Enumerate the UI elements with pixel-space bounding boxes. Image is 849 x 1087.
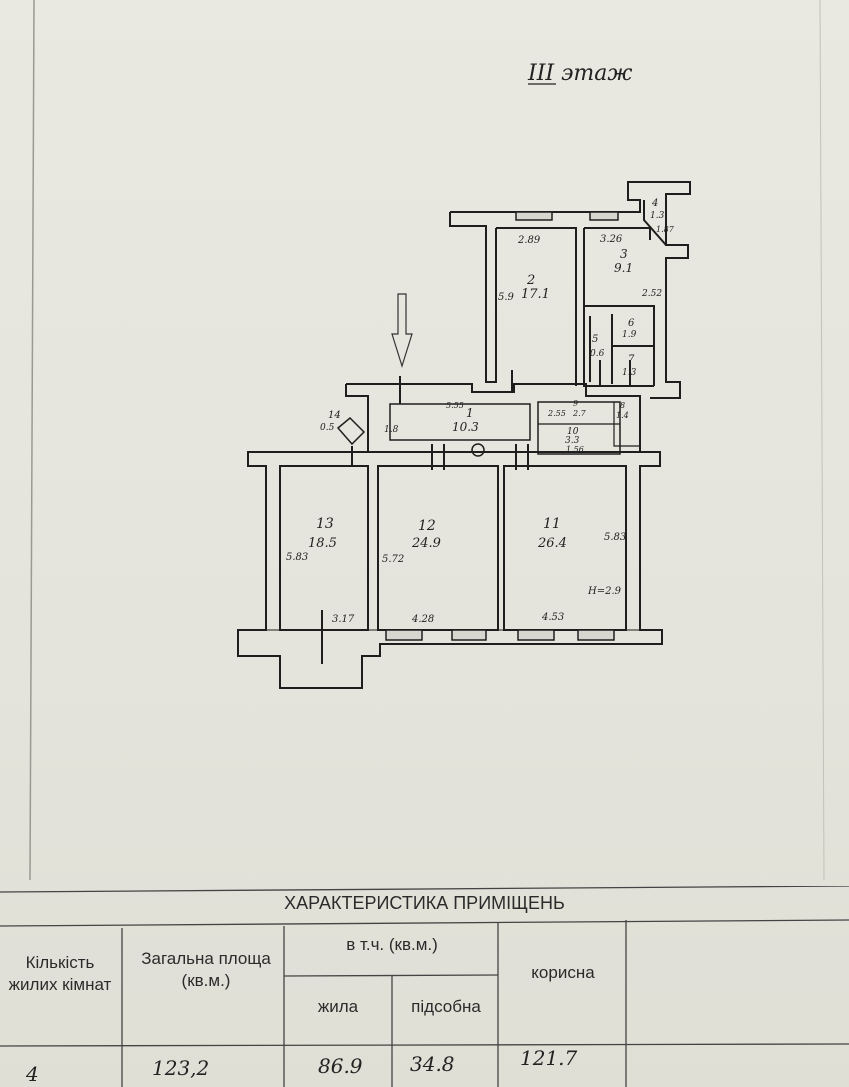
room-14-number: 14	[328, 410, 341, 421]
room-3-area: 9.1	[614, 261, 633, 275]
room-4-number: 4	[651, 198, 658, 209]
value-useful: 121.7	[520, 1046, 578, 1070]
room-13-number: 13	[316, 516, 334, 532]
room-9-number: 9	[573, 399, 578, 408]
room-4-area: 1.3	[650, 211, 665, 221]
header-incl: в т.ч. (кв.м.)	[346, 935, 438, 954]
room-7-area: 1.3	[622, 368, 637, 378]
room-1-dim-b: 1.8	[384, 425, 399, 435]
header-living: жила	[317, 997, 359, 1016]
characteristics-table: ХАРАКТЕРИСТИКА ПРИМІЩЕНЬ Кількість жилих…	[0, 886, 849, 1087]
room-10-number: 10	[567, 427, 579, 437]
room-3-width: 3.26	[600, 234, 623, 245]
room-13-length: 5.83	[286, 552, 308, 563]
header-rooms-count: Кількість жилих кімнат	[8, 953, 112, 994]
room-2-width: 2.89	[517, 235, 541, 246]
room-5-number: 5	[592, 334, 598, 345]
room-12-number: 12	[418, 518, 436, 534]
table-title: ХАРАКТЕРИСТИКА ПРИМІЩЕНЬ	[284, 893, 565, 913]
value-rooms-count: 4	[26, 1062, 39, 1086]
room-11-length: 5.83	[604, 532, 626, 543]
floor-plan: III этаж 2 17.1 2.89 5.9 3 9.1 3.26 2.52…	[29, 0, 825, 880]
room-13-width: 3.17	[332, 614, 355, 625]
room-1-dim-a: 5.55	[446, 401, 464, 410]
value-auxiliary: 34.8	[410, 1052, 455, 1076]
room-10-width: 1.56	[566, 445, 584, 454]
room-2-area: 17.1	[521, 287, 550, 302]
room-12-width: 4.28	[411, 614, 434, 625]
floor-title: III этаж	[527, 61, 632, 86]
header-useful: корисна	[531, 963, 595, 982]
room-2-length: 5.9	[498, 292, 515, 303]
room-3-length: 2.52	[641, 289, 662, 299]
room-6-area: 1.9	[622, 330, 637, 340]
room-12-length: 5.72	[382, 554, 404, 565]
room-5-area: 0.6	[590, 349, 605, 359]
room-13-area: 18.5	[308, 536, 337, 551]
room-11-area: 26.4	[537, 536, 567, 551]
room-2-number: 2	[526, 273, 535, 288]
room-1-number: 1	[466, 406, 474, 420]
room-10-area: 3.3	[565, 436, 580, 446]
header-auxiliary: підсобна	[411, 997, 481, 1016]
header-total-area: Загальна площа (кв.м.)	[141, 949, 271, 990]
room-3-number: 3	[620, 247, 628, 261]
room-9-area: 2.7	[572, 409, 587, 418]
room-12-area: 24.9	[411, 536, 441, 551]
room-11-number: 11	[543, 516, 561, 532]
room-14-area: 0.5	[320, 423, 335, 433]
room-6-number: 6	[628, 318, 635, 329]
room-11-width: 4.53	[541, 612, 564, 623]
room-9-width: 2.55	[547, 409, 566, 418]
room-1-area: 10.3	[452, 420, 479, 434]
room-7-number: 7	[628, 354, 635, 365]
room-8-number: 8	[620, 401, 625, 410]
room-4-width: 1.87	[656, 225, 675, 234]
value-total-area: 123,2	[152, 1056, 210, 1080]
ceiling-height: H=2.9	[587, 586, 622, 597]
room-8-area: 1.4	[616, 411, 629, 420]
value-living: 86.9	[318, 1054, 363, 1078]
